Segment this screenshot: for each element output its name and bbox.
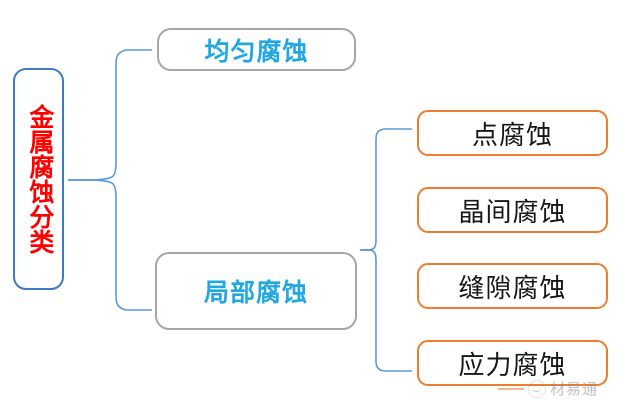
node-crevice-corrosion[interactable]: 缝隙腐蚀	[417, 263, 608, 309]
node-stress-corrosion-label: 应力腐蚀	[458, 350, 567, 380]
node-root-label: 金属腐蚀分类	[25, 104, 53, 254]
brace-connector-local-to-level3	[359, 128, 412, 372]
node-pitting-corrosion-label: 点腐蚀	[471, 120, 553, 150]
brace-connector-root-to-level2	[67, 49, 152, 311]
node-stress-corrosion[interactable]: 应力腐蚀	[417, 340, 608, 386]
node-pitting-corrosion[interactable]: 点腐蚀	[417, 110, 608, 156]
node-intergranular-corrosion-label: 晶间腐蚀	[458, 197, 567, 227]
node-intergranular-corrosion[interactable]: 晶间腐蚀	[417, 187, 608, 233]
watermark-rule	[498, 387, 524, 390]
node-uniform-corrosion[interactable]: 均匀腐蚀	[157, 28, 356, 71]
watermark-label: 材易通	[550, 382, 599, 398]
node-local-corrosion[interactable]: 局部腐蚀	[155, 252, 357, 330]
node-crevice-corrosion-label: 缝隙腐蚀	[458, 273, 567, 303]
node-uniform-corrosion-label: 均匀腐蚀	[204, 38, 309, 66]
node-local-corrosion-label: 局部腐蚀	[203, 280, 308, 307]
watermark: 材易通	[498, 378, 598, 399]
node-root-metal-corrosion-classification[interactable]: 金属腐蚀分类	[13, 68, 64, 290]
circle-smile-icon	[528, 379, 546, 398]
